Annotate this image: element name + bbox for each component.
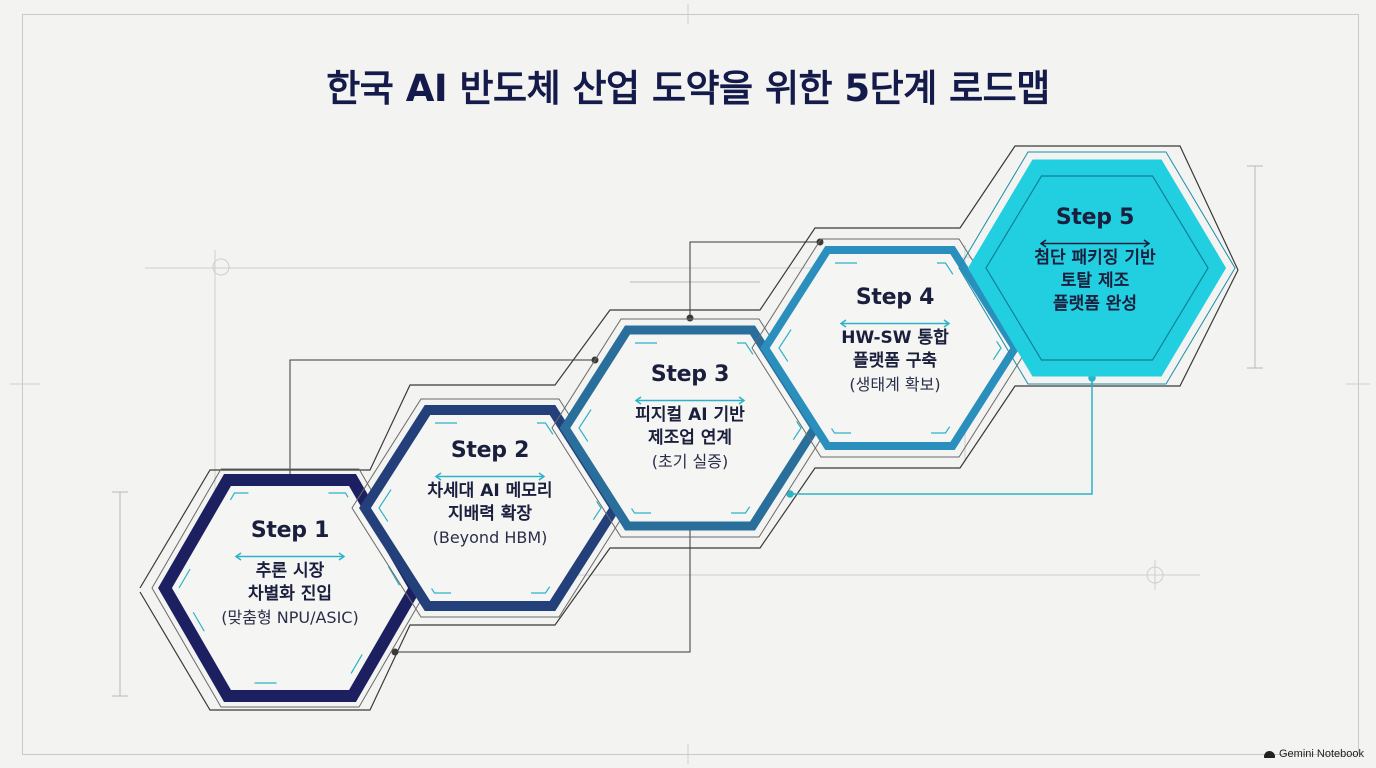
brand-text: Gemini Notebook xyxy=(1279,748,1364,760)
step-1-sub: (맞춤형 NPU/ASIC) xyxy=(221,608,359,627)
step-2-sub: (Beyond HBM) xyxy=(432,528,548,547)
frame-border-bottom xyxy=(22,754,1358,755)
connector-lines xyxy=(286,238,824,656)
step-4-line1: HW-SW 통합 xyxy=(841,328,949,348)
hexagon-inner-accent xyxy=(578,342,802,514)
step-4-label: Step 4 HW-SW 통합 플랫폼 구축 (생태계 확보) xyxy=(800,285,990,396)
step-4-line2: 플랫폼 구축 xyxy=(852,351,938,371)
frame-border-top xyxy=(22,14,1358,15)
notebook-logo-icon xyxy=(1264,750,1275,758)
hexagon-outline xyxy=(958,151,1236,385)
dimension-rule-icon xyxy=(839,313,951,328)
hexagon-inner-accent xyxy=(178,492,402,684)
outer-contour xyxy=(139,145,1239,711)
step-3-line1: 피지컬 AI 기반 xyxy=(635,405,745,425)
step-2-line2: 지배력 확장 xyxy=(447,504,533,524)
dimension-rule-icon xyxy=(634,390,746,405)
hexagon-inner-accent xyxy=(378,422,602,594)
step-1-line1: 추론 시장 xyxy=(255,561,325,581)
step-3-label: Step 3 피지컬 AI 기반 제조업 연계 (초기 실증) xyxy=(600,362,780,473)
step-2-label: Step 2 차세대 AI 메모리 지배력 확장 (Beyond HBM) xyxy=(400,438,580,549)
hexagon-body xyxy=(967,159,1227,377)
hexagon-body xyxy=(760,246,1020,450)
step-4-title: Step 4 xyxy=(855,285,935,310)
step-2-line1: 차세대 AI 메모리 xyxy=(427,481,553,501)
step-1-line2: 차별화 진입 xyxy=(247,584,333,604)
dimension-rule-icon xyxy=(1039,233,1151,248)
hexagon-step-4 xyxy=(751,238,1029,458)
step-5-label: Step 5 첨단 패키징 기반 토탈 제조 플랫폼 완성 xyxy=(1000,205,1190,316)
step-3-title: Step 3 xyxy=(650,362,730,387)
hexagon-step-5 xyxy=(958,151,1236,385)
page-title: 한국 AI 반도체 산업 도약을 위한 5단계 로드맵 xyxy=(326,67,1050,110)
hexagon-inner-accent xyxy=(985,175,1209,361)
step-4-sub: (생태계 확보) xyxy=(849,375,941,394)
step-5-line2: 토탈 제조 xyxy=(1060,271,1130,291)
dimension-rule-icon xyxy=(234,546,346,561)
step-5-line1: 첨단 패키징 기반 xyxy=(1034,248,1156,268)
step-5-title: Step 5 xyxy=(1055,205,1135,230)
step-3-line2: 제조업 연계 xyxy=(647,428,733,448)
hexagon-inner-accent xyxy=(778,262,1002,434)
step-5-sub: 플랫폼 완성 xyxy=(1052,294,1138,314)
step-1-title: Step 1 xyxy=(250,518,330,543)
dimension-rule-icon xyxy=(434,466,546,481)
brand-watermark: Gemini Notebook xyxy=(1264,748,1364,760)
step-1-label: Step 1 추론 시장 차별화 진입 (맞춤형 NPU/ASIC) xyxy=(200,518,380,629)
step-2-title: Step 2 xyxy=(450,438,530,463)
step-3-sub: (초기 실증) xyxy=(651,452,729,471)
